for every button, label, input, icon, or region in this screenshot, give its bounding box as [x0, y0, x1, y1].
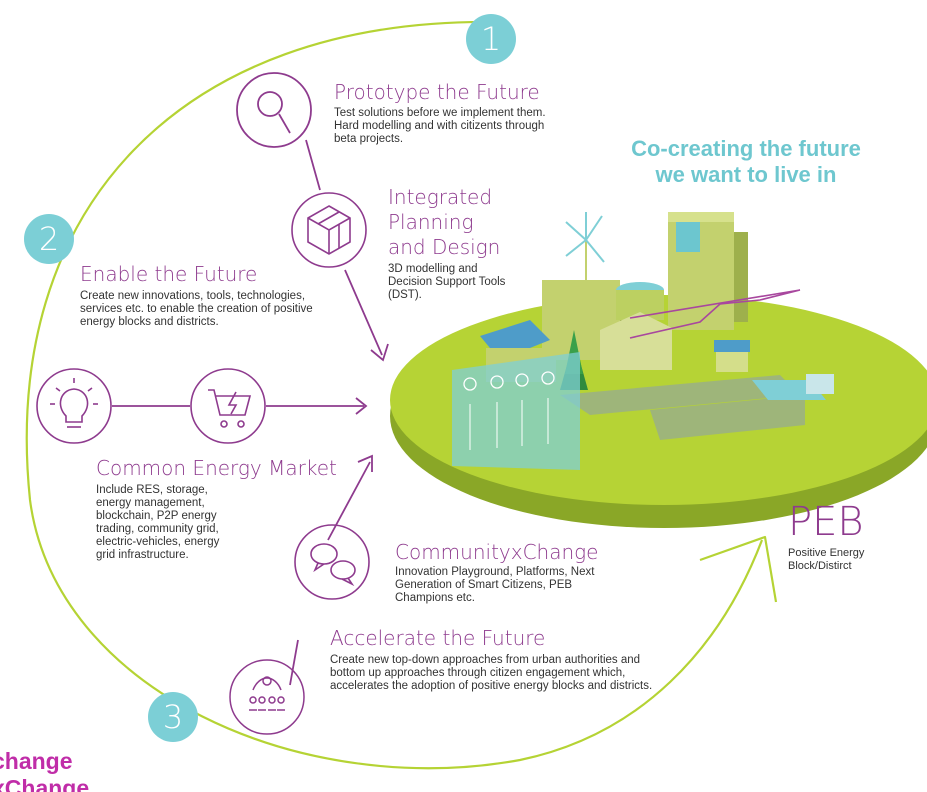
peb-island-illustration: [390, 212, 927, 528]
energy-cart-icon: [190, 368, 266, 444]
peb-title: PEB: [788, 499, 864, 545]
chat-bubbles-icon: [294, 524, 370, 600]
integrated-body: 3D modelling and Decision Support Tools …: [388, 263, 506, 301]
step-2-title: Enable the Future: [80, 262, 258, 286]
step-1-body: Test solutions before we implement them.…: [334, 107, 546, 145]
community-title: CommunityxChange: [395, 540, 599, 564]
community-connector: [289, 461, 371, 686]
community-body: Innovation Playground, Platforms, Next G…: [395, 566, 595, 604]
step-3-title: Accelerate the Future: [330, 626, 546, 650]
market-body: Include RES, storage, energy management,…: [96, 484, 220, 561]
step-badge-2: 2: [24, 214, 74, 264]
step-2-body: Create new innovations, tools, technolog…: [80, 290, 313, 328]
lightbulb-icon: [36, 368, 112, 444]
brand-line-1: change: [0, 748, 73, 774]
people-network-icon: [229, 659, 305, 735]
integrated-title-3: and Design: [388, 235, 501, 259]
tagline-line-2: we want to live in: [655, 162, 837, 187]
prototype-connector: [305, 139, 383, 356]
brand-line-2: xChange: [0, 775, 90, 792]
step-badge-3: 3: [148, 692, 198, 742]
step-1-title: Prototype the Future: [334, 80, 540, 104]
prototype-arrowhead: [370, 343, 389, 362]
market-title: Common Energy Market: [96, 456, 337, 480]
step-badge-1: 1: [466, 14, 516, 64]
peb-subtitle-2: Block/Distirct: [788, 560, 852, 572]
step-3-body: Create new top-down approaches from urba…: [330, 654, 653, 692]
brand-wordmark: change xChange: [0, 744, 140, 792]
cycle-arrowhead: [699, 535, 778, 603]
community-arrowhead: [357, 454, 373, 472]
tagline-line-1: Co-creating the future: [631, 136, 861, 161]
magnifier-icon: [236, 72, 312, 148]
integrated-title-2: Planning: [388, 210, 474, 234]
integrated-title-1: Integrated: [388, 185, 493, 209]
cycle-loop: [25, 20, 764, 770]
market-arrowhead: [355, 397, 368, 415]
peb-subtitle-1: Positive Energy: [788, 547, 865, 559]
cube-icon: [291, 192, 367, 268]
